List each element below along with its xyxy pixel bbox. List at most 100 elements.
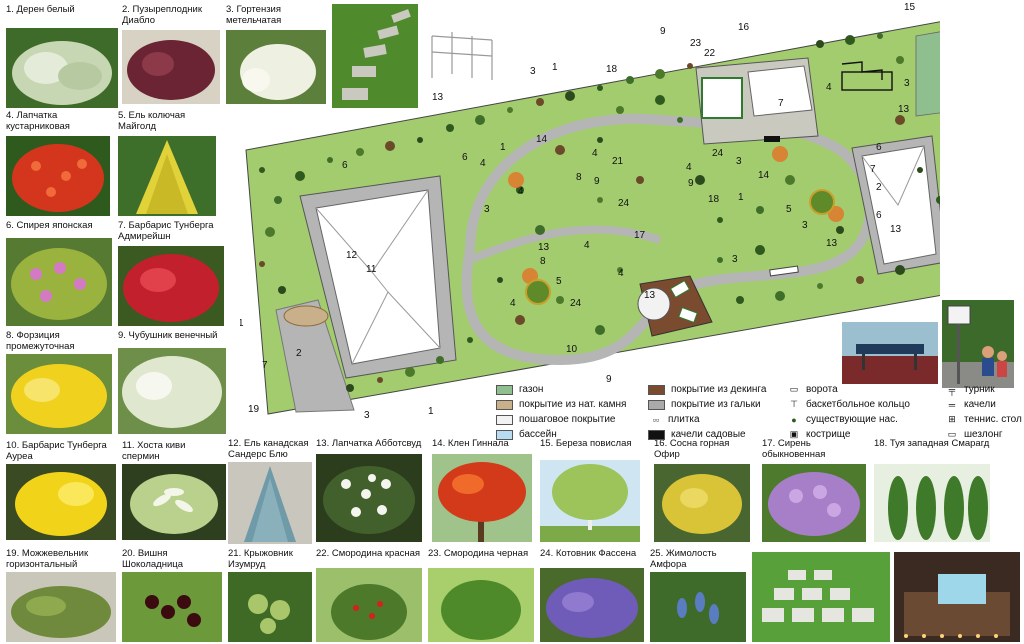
tree-mark bbox=[405, 367, 415, 377]
plant-photo bbox=[118, 136, 216, 216]
tree-mark bbox=[626, 76, 634, 84]
plant-photo bbox=[118, 246, 224, 326]
tree-mark bbox=[785, 175, 795, 185]
plan-number-label: 4 bbox=[618, 268, 624, 279]
plan-number-label: 1 bbox=[552, 62, 558, 73]
tile-caption: 15. Береза повислая bbox=[540, 438, 632, 449]
tile-14: 14. Клен Гиннала bbox=[432, 438, 532, 542]
gazebo bbox=[747, 65, 813, 117]
tile-1: 1. Дерен белый bbox=[6, 4, 118, 108]
plan-number-label: 3 bbox=[802, 220, 808, 231]
tile-17: 17. Сирень обыкновенная bbox=[762, 438, 866, 542]
tile-caption: 19. Можжевельник горизонтальный bbox=[6, 548, 89, 570]
plan-number-label: 3 bbox=[364, 410, 370, 421]
plant-photo bbox=[6, 238, 112, 326]
plan-number-label: 17 bbox=[634, 230, 646, 241]
plan-number-label: 14 bbox=[536, 134, 548, 145]
tree-mark bbox=[259, 261, 265, 267]
tile-path-photo bbox=[332, 4, 418, 108]
tree-mark bbox=[295, 171, 305, 181]
plant-photo bbox=[226, 30, 326, 104]
plan-number-label: 3 bbox=[904, 78, 910, 89]
legend-item-gazon: газон bbox=[496, 383, 543, 396]
tree-mark bbox=[677, 117, 683, 123]
legend-item-step: пошаговое покрытие bbox=[496, 413, 615, 426]
tile-24: 24. Котовник Фассена bbox=[540, 548, 644, 642]
tree-mark bbox=[475, 115, 485, 125]
plant-photo bbox=[6, 464, 116, 540]
tree-mark bbox=[356, 148, 364, 156]
plan-number-label: 5 bbox=[556, 276, 562, 287]
plan-number-label: 7 bbox=[870, 164, 876, 175]
legend-item-tennis: ⊞теннис. стол bbox=[944, 413, 1022, 426]
tree-icon: ● bbox=[791, 414, 797, 425]
tree-mark bbox=[535, 225, 545, 235]
plan-number-label: 6 bbox=[342, 160, 348, 171]
plan-number-label: 9 bbox=[594, 176, 600, 187]
basket-icon: ⊤ bbox=[790, 399, 798, 409]
tree-mark bbox=[856, 276, 864, 284]
tile-caption: 25. Жимолость Амфора bbox=[650, 548, 717, 570]
tree-mark bbox=[756, 206, 764, 214]
plan-number-label: 6 bbox=[462, 152, 468, 163]
plant-photo bbox=[316, 568, 422, 642]
legend-item-swings: ═качели bbox=[944, 398, 996, 411]
tree-mark bbox=[265, 227, 275, 237]
legend-item-tile: ▫▫плитка bbox=[648, 413, 700, 426]
maple-mark bbox=[508, 172, 524, 188]
tennis-area bbox=[915, 27, 963, 117]
tree-mark bbox=[717, 257, 723, 263]
plan-number-label: 18 bbox=[708, 194, 720, 205]
tree-mark bbox=[687, 63, 693, 69]
tile-5: 5. Ель колючая Майголд bbox=[118, 110, 216, 216]
tree-mark bbox=[507, 107, 513, 113]
plan-number-label: 13 bbox=[538, 242, 550, 253]
tree-mark bbox=[755, 245, 765, 255]
plan-number-label: 15 bbox=[904, 2, 916, 13]
plan-number-label: 8 bbox=[576, 172, 582, 183]
legend-item-deck: покрытие из декинга bbox=[648, 383, 766, 396]
plant-photo bbox=[6, 28, 118, 108]
gate-icon: ▭ bbox=[789, 384, 799, 394]
tile-caption: 2. Пузыреплодник Диабло bbox=[122, 4, 203, 26]
plan-number-label: 14 bbox=[758, 170, 770, 181]
plan-number-label: 7 bbox=[262, 360, 268, 371]
tile-caption: 3. Гортензия метельчатая bbox=[226, 4, 282, 26]
tree-mark bbox=[274, 196, 282, 204]
figure-eight-path bbox=[461, 113, 875, 366]
tree-mark bbox=[845, 35, 855, 45]
climbing-frame-icon bbox=[431, 32, 493, 80]
tile-caption: 4. Лапчатка кустарниковая bbox=[6, 110, 70, 132]
tree-mark bbox=[736, 296, 744, 304]
tree-mark bbox=[515, 315, 525, 325]
tree-mark bbox=[617, 267, 623, 273]
tree-mark bbox=[655, 95, 665, 105]
tile-caption: 6. Спирея японская bbox=[6, 220, 93, 231]
plant-photo bbox=[654, 464, 750, 542]
tile-caption: 17. Сирень обыкновенная bbox=[762, 438, 826, 460]
plant-photo bbox=[122, 572, 222, 642]
tile-caption: 9. Чубушник венечный bbox=[118, 330, 218, 341]
plan-number-label: 13 bbox=[644, 290, 656, 301]
plan-number-label: 4 bbox=[584, 240, 590, 251]
tree-mark bbox=[717, 217, 723, 223]
tree-mark bbox=[327, 157, 333, 163]
tree-mark bbox=[536, 98, 544, 106]
tree-mark bbox=[597, 137, 603, 143]
legend-item-gravel: покрытие из гальки bbox=[648, 398, 761, 411]
plant-photo bbox=[874, 464, 990, 542]
patio-with-chairs bbox=[701, 77, 743, 119]
plant-photo bbox=[428, 568, 534, 642]
plan-number-label: 3 bbox=[732, 254, 738, 265]
plan-number-label: 10 bbox=[566, 344, 578, 355]
tile-caption: 21. Крыжовник Изумруд bbox=[228, 548, 293, 570]
plan-number-label: 3 bbox=[736, 156, 742, 167]
plan-number-label: 3 bbox=[484, 204, 490, 215]
tree-mark bbox=[895, 115, 905, 125]
plan-number-label: 23 bbox=[690, 38, 702, 49]
spruce-mark bbox=[525, 279, 551, 305]
plant-photo bbox=[6, 136, 110, 216]
tile-hot-tub-photo bbox=[894, 552, 1020, 642]
plant-photo bbox=[762, 464, 866, 542]
tile-caption: 20. Вишня Шоколадница bbox=[122, 548, 183, 570]
